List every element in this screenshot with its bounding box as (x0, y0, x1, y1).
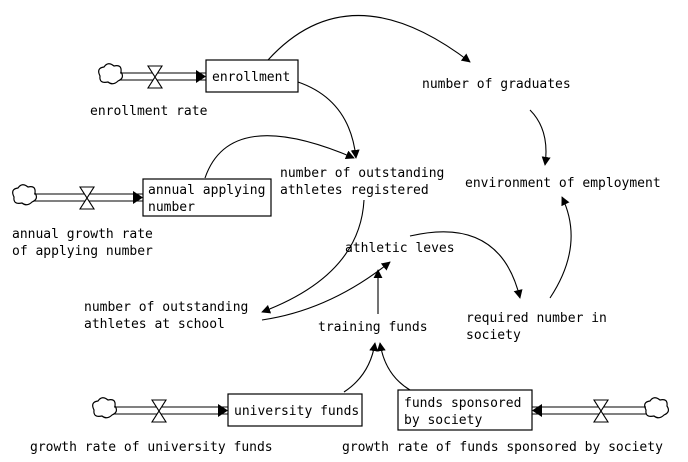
label-outstanding-registered-1: number of outstanding (280, 166, 444, 181)
link-school-to-athletic (261, 261, 391, 321)
link-sponsored-funds-to-training (376, 342, 411, 391)
label-growth-rate-university-funds: growth rate of university funds (30, 440, 273, 455)
label-athletic-leves: athletic leves (345, 241, 455, 256)
valve-icon-university-funds (150, 399, 168, 423)
label-growth-rate-funds-sponsored: growth rate of funds sponsored by societ… (342, 440, 663, 455)
label-annual-growth-rate-1: annual growth rate (12, 227, 153, 242)
stock-funds-sponsored: funds sponsored by society (397, 389, 533, 431)
stock-funds-sponsored-label-2: by society (404, 413, 482, 428)
flow-pipe-funds-sponsored (532, 404, 646, 417)
label-outstanding-registered-2: athletes registered (280, 183, 429, 198)
cloud-icon-applying (12, 184, 38, 206)
stock-enrollment-label: enrollment (212, 70, 290, 85)
label-enrollment-rate: enrollment rate (90, 104, 208, 119)
link-required-to-environment (549, 196, 572, 299)
stock-funds-sponsored-label-1: funds sponsored (404, 396, 521, 411)
label-annual-growth-rate-2: of applying number (12, 244, 153, 259)
stock-annual-applying-number: annual applying number (142, 178, 272, 217)
flow-pipe-enrollment (120, 70, 206, 83)
stock-annual-applying-label-1: annual applying (148, 183, 265, 198)
cloud-icon-university-funds (92, 397, 118, 419)
label-training-funds: training funds (318, 320, 428, 335)
link-university-funds-to-training (343, 342, 379, 393)
stock-annual-applying-label-2: number (148, 200, 195, 215)
flow-pipe-university-funds (114, 404, 228, 417)
valve-icon-enrollment (146, 65, 164, 89)
stock-university-funds: university funds (227, 393, 363, 427)
link-enrollment-to-graduates (267, 14, 471, 63)
link-graduates-to-environment (529, 109, 551, 166)
label-required-number-2: society (466, 328, 521, 343)
link-registered-to-school (261, 199, 365, 314)
stock-university-funds-label: university funds (234, 404, 359, 419)
label-number-of-graduates: number of graduates (422, 77, 571, 92)
stock-enrollment: enrollment (205, 59, 299, 93)
valve-icon-applying (78, 186, 96, 210)
label-required-number-1: required number in (466, 311, 607, 326)
valve-icon-funds-sponsored (592, 399, 610, 423)
label-environment-of-employment: environment of employment (465, 176, 661, 191)
link-enrollment-to-registered (297, 81, 360, 159)
link-athletic-to-required (409, 231, 523, 299)
label-outstanding-school-2: athletes at school (84, 317, 225, 332)
cloud-icon-enrollment (98, 63, 124, 85)
link-applying-to-registered (204, 135, 355, 179)
cloud-icon-funds-sponsored (644, 397, 670, 419)
label-outstanding-school-1: number of outstanding (84, 300, 248, 315)
